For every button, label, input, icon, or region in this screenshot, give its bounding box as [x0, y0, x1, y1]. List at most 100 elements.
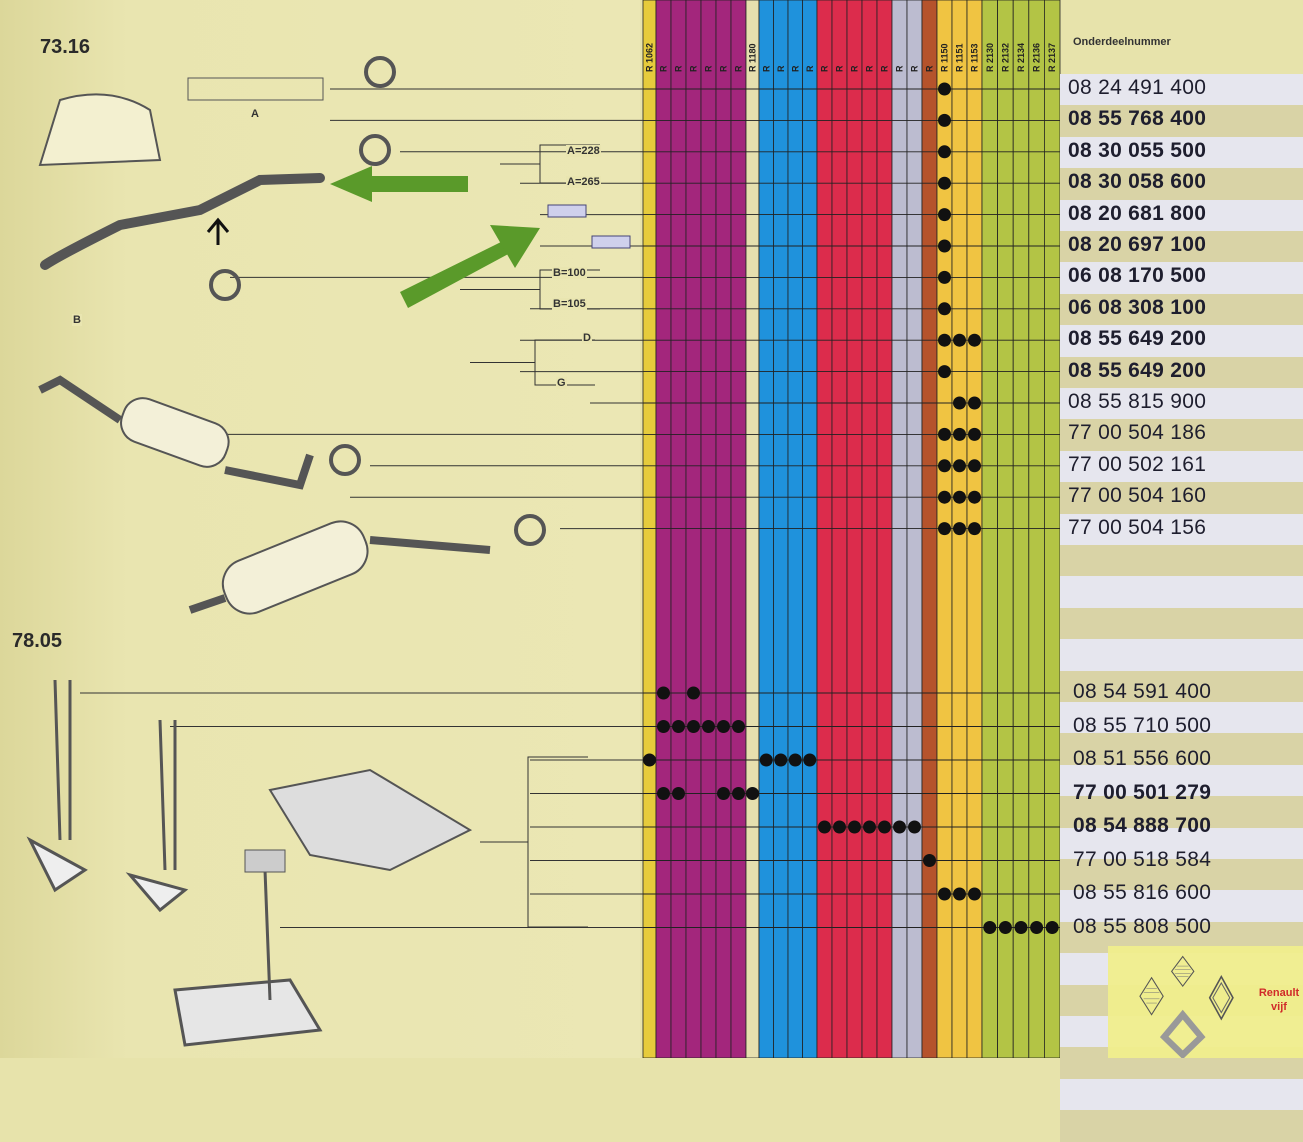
- applicability-dot: [938, 365, 951, 379]
- applicability-dot: [938, 490, 951, 504]
- applicability-dot: [1014, 921, 1028, 934]
- jack-stand-illustration: [125, 719, 189, 913]
- applicability-dot: [938, 113, 951, 127]
- part-number: 08 30 058 600: [1068, 170, 1207, 194]
- applicability-dot: [953, 522, 966, 536]
- scissor-jack-illustration: [268, 768, 473, 872]
- part-number: 08 54 591 400: [1073, 680, 1212, 703]
- applicability-dot: [717, 720, 730, 733]
- model-column-label: R 1180: [748, 43, 758, 72]
- rear-silencer-illustration: [221, 520, 369, 615]
- row-stripe: [1060, 890, 1303, 922]
- pipe-illustration: [38, 375, 314, 490]
- row-stripe: [1060, 859, 1303, 891]
- stand-jack-head-illustration: [244, 849, 286, 873]
- applicability-dot: [938, 887, 951, 901]
- dimension-label-b: B: [72, 314, 82, 326]
- applicability-dot: [878, 820, 891, 834]
- applicability-dot: [983, 921, 997, 934]
- clamp-illustration: [329, 444, 361, 476]
- part-number: 06 08 170 500: [1068, 264, 1207, 288]
- variant-label-a265: A=265: [566, 176, 601, 188]
- applicability-dot: [1045, 921, 1059, 934]
- model-column-label: R: [910, 65, 920, 72]
- row-stripe: [1060, 513, 1303, 545]
- part-number: 08 54 888 700: [1073, 814, 1212, 837]
- applicability-dot: [848, 820, 861, 834]
- applicability-dot: [687, 686, 700, 700]
- row-stripe: [1060, 1110, 1303, 1142]
- applicability-dot: [833, 820, 846, 834]
- applicability-dot: [938, 82, 951, 96]
- model-column-label: R: [689, 65, 699, 72]
- part-number: 77 00 504 160: [1068, 484, 1207, 508]
- applicability-dot: [968, 459, 981, 473]
- model-column-label: R: [776, 65, 786, 72]
- exhaust-pipe-illustration: [40, 173, 325, 270]
- section-number-73-16: 73.16: [40, 36, 91, 58]
- applicability-dot: [938, 302, 951, 316]
- row-stripe: [1060, 105, 1303, 137]
- applicability-dot: [657, 787, 670, 800]
- model-column-label: R: [719, 65, 729, 72]
- part-number: 08 51 556 600: [1073, 747, 1212, 770]
- part-number: 08 55 710 500: [1073, 713, 1212, 737]
- part-number: 77 00 502 161: [1068, 452, 1207, 476]
- applicability-dot: [923, 854, 936, 867]
- front-silencer-illustration: [120, 397, 230, 468]
- part-number: 08 55 768 400: [1068, 107, 1207, 131]
- applicability-dot: [953, 427, 966, 441]
- row-stripe: [1060, 388, 1303, 420]
- model-column-label: R: [674, 65, 684, 72]
- model-column-label: R 2134: [1016, 43, 1026, 72]
- applicability-dot: [953, 490, 966, 504]
- row-stripe: [1060, 796, 1303, 828]
- model-column-label: R: [865, 65, 875, 72]
- variant-label-d: D: [582, 332, 592, 344]
- model-column-label: R 1062: [645, 43, 655, 72]
- row-stripe: [1060, 670, 1303, 702]
- clamp-illustration: [209, 269, 241, 301]
- applicability-dot: [732, 720, 745, 733]
- clamp-detail-illustration: [547, 204, 587, 218]
- applicability-dot: [938, 176, 951, 190]
- applicability-dot: [746, 787, 759, 800]
- model-column-label: R 1151: [955, 43, 965, 72]
- part-number: 08 55 808 500: [1073, 914, 1212, 938]
- model-column-label: R: [895, 65, 905, 72]
- applicability-dot: [893, 820, 906, 834]
- variant-label-g: G: [556, 377, 567, 389]
- applicability-dot: [968, 427, 981, 441]
- row-stripe: [1060, 576, 1303, 608]
- part-number: 77 00 504 186: [1068, 421, 1207, 445]
- applicability-dot: [938, 459, 951, 473]
- applicability-dot: [643, 753, 656, 767]
- applicability-dot: [968, 333, 981, 347]
- applicability-dot: [702, 720, 715, 733]
- row-stripe: [1060, 74, 1303, 106]
- applicability-dot: [968, 522, 981, 536]
- row-stripe: [1060, 482, 1303, 514]
- part-number: 77 00 501 279: [1073, 780, 1212, 804]
- clamp-illustration: [359, 134, 391, 166]
- applicability-dot: [788, 753, 802, 767]
- up-arrow-icon: [206, 217, 230, 245]
- applicability-dot: [908, 820, 921, 834]
- stand-jack-illustration: [173, 869, 323, 1047]
- part-number: 08 20 697 100: [1068, 233, 1207, 256]
- section-number-78-05: 78.05: [12, 630, 63, 652]
- applicability-dot: [657, 720, 670, 733]
- watermark-text-renault: Renault: [1258, 987, 1300, 999]
- model-column-label: R 2136: [1032, 43, 1042, 72]
- model-column-label: R: [820, 65, 830, 72]
- part-number: 77 00 518 584: [1073, 847, 1212, 871]
- row-stripe: [1060, 231, 1303, 263]
- watermark-text-vijf: vijf: [1271, 1001, 1287, 1013]
- model-column-label: R: [790, 65, 800, 72]
- model-column-label: R 2137: [1047, 43, 1057, 72]
- clamp-illustration: [514, 514, 546, 546]
- renault-logo-icon: [1139, 955, 1234, 1058]
- applicability-dot: [938, 208, 951, 222]
- row-stripe: [1060, 639, 1303, 671]
- row-stripe: [1060, 262, 1303, 294]
